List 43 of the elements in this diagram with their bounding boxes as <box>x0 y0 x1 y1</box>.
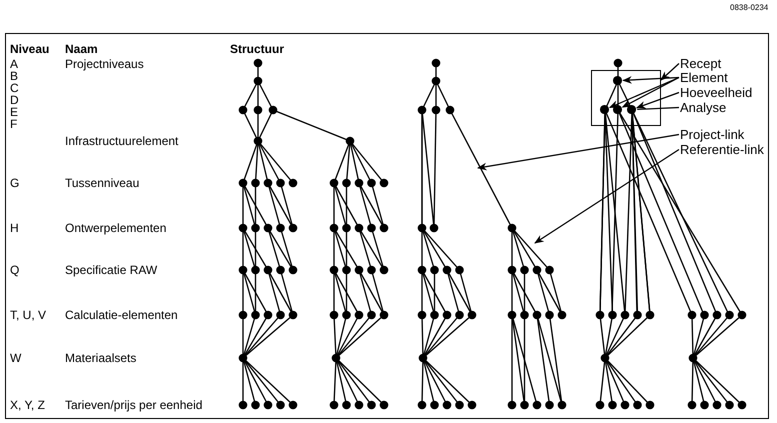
outline-box <box>591 70 661 126</box>
callout-label: Referentie-link <box>680 143 764 156</box>
callout-label: Analyse <box>680 101 726 114</box>
level-code: W <box>10 352 22 365</box>
level-name: Infrastructuurelement <box>65 135 178 148</box>
dot <box>600 105 609 114</box>
callout-label: Hoeveelheid <box>680 86 752 99</box>
level-name: Tarieven/prijs per eenheid <box>65 399 202 412</box>
leader-line <box>608 76 680 108</box>
level-code: F <box>10 118 18 131</box>
level-code: D <box>10 94 19 107</box>
level-code: X, Y, Z <box>10 399 45 412</box>
level-name: Tussenniveau <box>65 177 140 190</box>
level-code: Projectniveaus <box>65 58 144 71</box>
figure-code: 0838-0234 <box>730 3 768 12</box>
level-code: A <box>10 58 18 71</box>
level-code: H <box>10 222 19 235</box>
level-code: Q <box>10 264 20 277</box>
dot <box>613 76 622 85</box>
leader-line <box>637 106 680 110</box>
level-code: G <box>10 177 20 190</box>
column-header: Niveau <box>10 43 50 56</box>
level-name: Ontwerpelementen <box>65 222 166 235</box>
level-code: C <box>10 82 19 95</box>
level-code: T, U, V <box>10 309 46 322</box>
level-name: Calculatie-elementen <box>65 309 178 322</box>
leader-line <box>534 149 680 244</box>
level-name: Materiaalsets <box>65 352 136 365</box>
level-code: B <box>10 70 18 83</box>
column-header: Naam <box>65 43 98 56</box>
callout-label: Element <box>680 71 728 84</box>
leader-line <box>622 76 680 84</box>
callout-label: Recept <box>680 57 722 70</box>
leader-line <box>636 92 680 108</box>
column-header: Structuur <box>230 43 284 56</box>
callout-label: Project-link <box>680 128 744 141</box>
level-name: Specificatie RAW <box>65 264 158 277</box>
leader-line <box>477 134 680 170</box>
dot <box>613 105 622 114</box>
dot <box>627 105 636 114</box>
leader-line <box>622 76 680 108</box>
leader-line <box>660 63 680 81</box>
level-code: E <box>10 106 18 119</box>
